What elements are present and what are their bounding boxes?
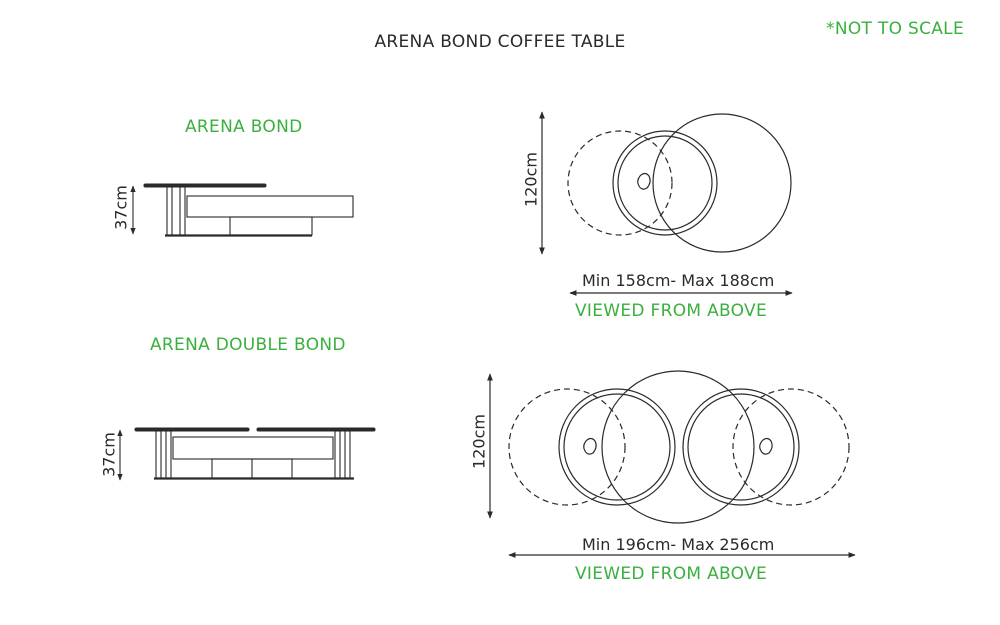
single-view-label: VIEWED FROM ABOVE: [575, 301, 768, 321]
single-lower-table: [186, 195, 354, 218]
double-left-top-inner: [563, 393, 671, 501]
double-right-support-foot: [759, 437, 773, 455]
single-extended-top-dashed: [567, 130, 673, 236]
double-top-tier-right: [256, 427, 376, 432]
single-top-tier: [143, 183, 267, 188]
single-top-outer: [612, 130, 718, 236]
double-right-top-inner: [687, 393, 795, 501]
single-support-foot: [637, 172, 651, 190]
double-right-extended-dashed: [732, 388, 850, 506]
arena-bond-plan-view: [539, 111, 793, 296]
double-right-top-outer: [682, 388, 800, 506]
single-base: [229, 216, 313, 236]
double-leg-2: [165, 430, 172, 479]
double-left-top-outer: [558, 388, 676, 506]
single-width-label: Min 158cm- Max 188cm: [582, 271, 775, 290]
double-left-support-foot: [583, 437, 597, 455]
single-leg-right: [179, 186, 186, 236]
double-left-extended-dashed: [508, 388, 626, 506]
double-width-label: Min 196cm- Max 256cm: [582, 535, 775, 554]
arena-double-bond-side-view: [117, 427, 376, 481]
double-lower-table: [172, 436, 334, 460]
arena-double-bond-plan-view: [487, 370, 856, 558]
single-leg-left: [166, 186, 173, 236]
double-large-table: [601, 370, 755, 524]
scale-note: *NOT TO SCALE: [826, 19, 964, 39]
double-view-label: VIEWED FROM ABOVE: [575, 564, 768, 584]
double-leg-4: [344, 430, 351, 479]
arena-bond-side-view: [130, 183, 354, 237]
arena-double-bond-heading: ARENA DOUBLE BOND: [150, 335, 346, 355]
double-top-tier-left: [134, 427, 250, 432]
double-leg-3: [334, 430, 341, 479]
diagram-title: ARENA BOND COFFEE TABLE: [374, 32, 626, 52]
single-top-inner: [617, 135, 713, 231]
single-large-table: [652, 113, 792, 253]
arena-bond-heading: ARENA BOND: [185, 117, 303, 137]
double-leg-1: [155, 430, 162, 479]
